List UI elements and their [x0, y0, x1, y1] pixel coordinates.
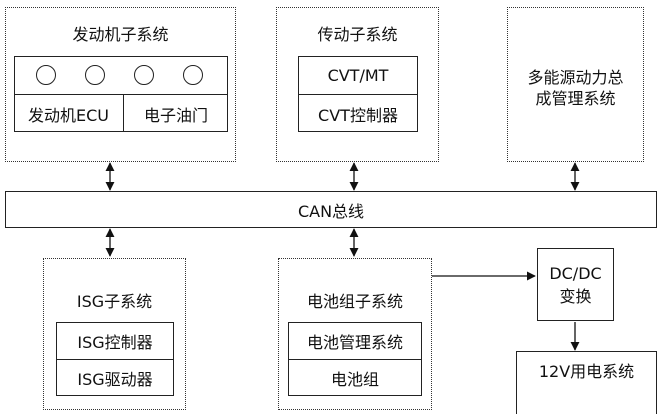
isg-controller-label: ISG控制器	[77, 333, 153, 352]
battery-pack-label: 电池组	[330, 370, 379, 389]
bms-label: 电池管理系统	[306, 333, 403, 352]
indicator-circle	[36, 65, 56, 85]
indicator-circle	[85, 65, 105, 85]
battery-panel-divider	[288, 359, 422, 360]
can-bus-label: CAN总线	[297, 201, 365, 221]
manager-title-line1: 多能源动力总	[527, 68, 624, 87]
dcdc-label-line1: DC/DC	[549, 264, 602, 283]
isg-subsystem-title: ISG子系统	[76, 292, 153, 311]
low-voltage-system-label: 12V用电系统	[538, 362, 635, 381]
battery-subsystem	[278, 258, 432, 410]
isg-panel-divider	[56, 359, 174, 360]
battery-subsystem-title: 电池组子系统	[306, 292, 403, 311]
electronic-throttle-label: 电子油门	[143, 105, 208, 125]
drivetrain-panel-divider	[298, 94, 418, 95]
indicator-circle	[134, 65, 154, 85]
engine-subsystem-title: 发动机子系统	[72, 25, 169, 44]
can-bus: CAN总线	[5, 191, 657, 228]
manager-title-line2: 成管理系统	[535, 89, 616, 108]
multi-energy-manager	[507, 7, 644, 162]
dcdc-converter	[537, 248, 614, 321]
engine-ecu-label: 发动机ECU	[28, 105, 109, 125]
cvt-controller-label: CVT控制器	[318, 105, 398, 125]
engine-subsystem	[5, 7, 236, 162]
cvt-mt-label: CVT/MT	[327, 66, 389, 85]
indicator-row	[14, 56, 228, 94]
indicator-circle	[183, 65, 203, 85]
dcdc-label-line2: 变换	[559, 287, 592, 306]
drivetrain-subsystem-title: 传动子系统	[317, 25, 398, 44]
engine-panel-vdivider	[123, 94, 124, 132]
low-voltage-system	[516, 351, 657, 414]
isg-subsystem	[43, 258, 186, 410]
isg-driver-label: ISG驱动器	[77, 370, 153, 389]
drivetrain-subsystem	[276, 7, 439, 162]
engine-panel-hdivider	[14, 94, 228, 95]
